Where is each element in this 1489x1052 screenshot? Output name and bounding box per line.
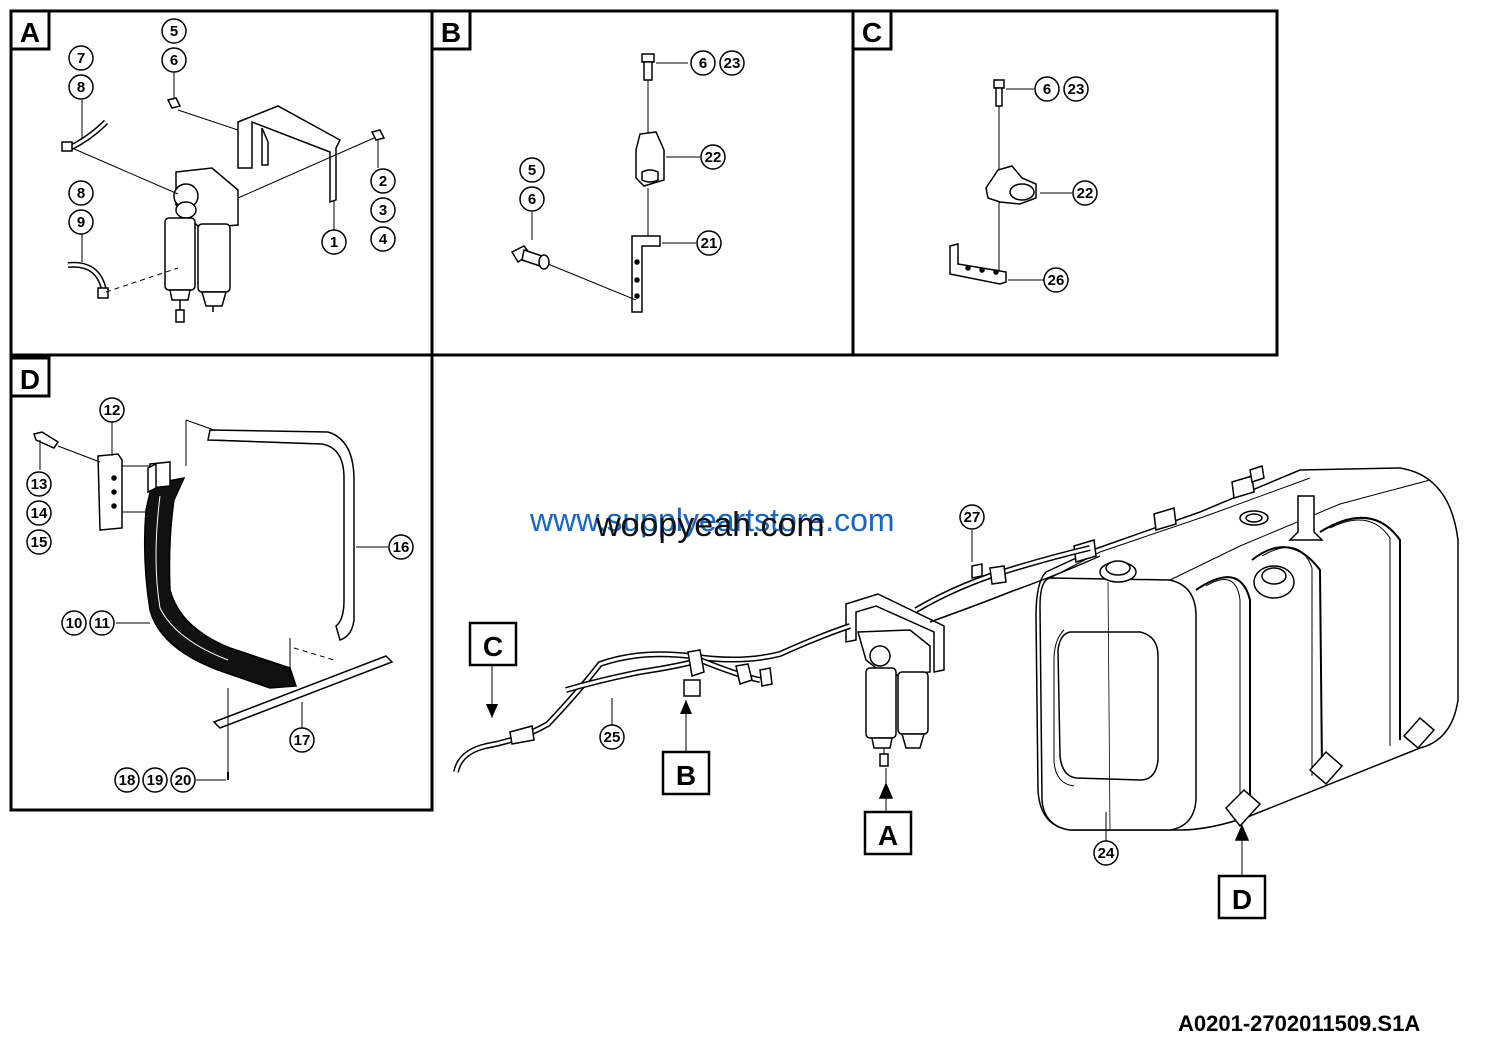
svg-text:13: 13: [31, 476, 48, 493]
callout-bubble: 6: [161, 47, 187, 73]
panel-b-drawing: [510, 53, 700, 313]
svg-text:1: 1: [330, 234, 338, 251]
callout-bubble: 12: [99, 397, 125, 423]
svg-text:5: 5: [528, 162, 536, 179]
fuel-tank-assembly: [1035, 465, 1459, 876]
watermark: woopyeah.com: [596, 506, 825, 544]
callout-bubble: 22: [1072, 180, 1098, 206]
view-ref-d: D: [1217, 874, 1267, 920]
callout-bubble: 20: [170, 767, 196, 793]
svg-text:6: 6: [170, 52, 178, 69]
svg-text:23: 23: [1068, 81, 1085, 98]
callout-bubble: 8: [68, 74, 94, 100]
svg-text:D: D: [20, 364, 40, 395]
callout-bubble: 4: [370, 226, 396, 252]
callout-bubble: 8: [68, 180, 94, 206]
svg-text:7: 7: [77, 50, 85, 67]
svg-text:3: 3: [379, 202, 387, 219]
svg-text:8: 8: [77, 79, 85, 96]
callout-bubble: 9: [68, 209, 94, 235]
callout-bubble: 6: [1034, 76, 1060, 102]
svg-text:19: 19: [147, 772, 164, 789]
panel-d-drawing: [33, 419, 394, 780]
svg-text:25: 25: [604, 729, 621, 746]
svg-text:10: 10: [66, 615, 83, 632]
view-ref-c: C: [468, 621, 518, 667]
callout-bubble: 15: [26, 529, 52, 555]
panel-d-frame: [9, 353, 434, 812]
svg-text:15: 15: [31, 534, 48, 551]
drawing-id: A0201-2702011509.S1A: [1178, 1011, 1421, 1036]
panel-c-label: C: [851, 9, 893, 51]
svg-text:C: C: [862, 17, 882, 48]
fuel-lines: [453, 530, 1101, 773]
callout-bubble: 25: [599, 724, 625, 750]
view-ref-b: B: [661, 750, 711, 796]
svg-text:18: 18: [119, 772, 136, 789]
svg-text:27: 27: [964, 509, 981, 526]
callout-bubble: 27: [959, 504, 985, 530]
callout-bubble: 26: [1043, 267, 1069, 293]
callout-bubble: 2: [370, 168, 396, 194]
callout-bubble: 5: [161, 18, 187, 44]
callout-bubble: 23: [719, 50, 745, 76]
callout-bubble: 18: [114, 767, 140, 793]
svg-text:16: 16: [393, 539, 410, 556]
callout-bubble: 19: [142, 767, 168, 793]
svg-text:23: 23: [724, 55, 741, 72]
svg-text:8: 8: [77, 185, 85, 202]
svg-text:17: 17: [294, 732, 311, 749]
watermark: www.supplyeartstore.com: [530, 502, 895, 538]
svg-text:26: 26: [1048, 272, 1065, 289]
callout-bubble: 6: [519, 186, 545, 212]
callout-bubble: 6: [690, 50, 716, 76]
callout-bubble: 10: [61, 610, 87, 636]
callout-bubble: 11: [89, 610, 115, 636]
callout-bubble: 16: [388, 534, 414, 560]
callout-bubble: 3: [370, 197, 396, 223]
svg-text:20: 20: [175, 772, 192, 789]
filter-assembly: [845, 593, 945, 812]
panel-a-label: A: [9, 9, 51, 51]
panel-c-drawing: [949, 79, 1072, 285]
svg-text:D: D: [1232, 884, 1252, 915]
panel-a-drawing: [61, 72, 386, 323]
callout-bubble: 17: [289, 727, 315, 753]
callout-bubble: 21: [696, 230, 722, 256]
callout-bubble: 22: [700, 144, 726, 170]
svg-text:A: A: [878, 820, 898, 851]
svg-text:24: 24: [1098, 845, 1115, 862]
callout-bubble: 1: [321, 229, 347, 255]
callout-bubble: 23: [1063, 76, 1089, 102]
panel-b-label: B: [430, 9, 472, 51]
svg-text:B: B: [441, 17, 461, 48]
svg-text:22: 22: [705, 149, 722, 166]
panel-d-label: D: [9, 356, 51, 398]
svg-text:2: 2: [379, 173, 387, 190]
svg-text:4: 4: [379, 231, 388, 248]
svg-text:C: C: [483, 631, 503, 662]
svg-text:5: 5: [170, 23, 178, 40]
callout-bubble: 24: [1093, 840, 1119, 866]
svg-text:B: B: [676, 760, 696, 791]
svg-text:14: 14: [31, 505, 48, 522]
callout-bubble: 14: [26, 500, 52, 526]
panel-c-frame: [851, 9, 1279, 357]
svg-text:6: 6: [699, 55, 707, 72]
svg-text:21: 21: [701, 235, 718, 252]
view-ref-a: A: [863, 810, 913, 856]
callout-bubble: 5: [519, 157, 545, 183]
svg-text:22: 22: [1077, 185, 1094, 202]
svg-text:11: 11: [94, 615, 110, 632]
svg-text:6: 6: [1043, 81, 1051, 98]
svg-text:12: 12: [104, 402, 121, 419]
callout-bubble: 7: [68, 45, 94, 71]
svg-text:6: 6: [528, 191, 536, 208]
svg-text:9: 9: [77, 214, 85, 231]
callout-bubble: 13: [26, 471, 52, 497]
svg-text:A: A: [20, 17, 40, 48]
